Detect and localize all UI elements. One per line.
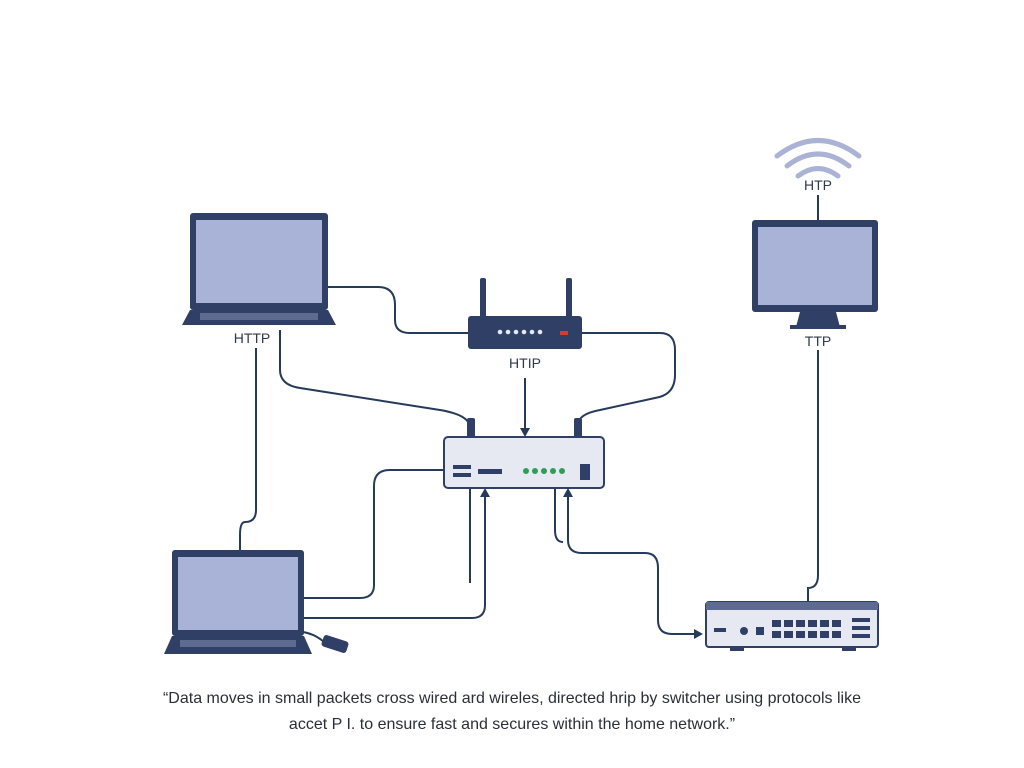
- link-switch-laptop2-b: [303, 496, 486, 619]
- switch-icon: [443, 418, 605, 489]
- laptop-icon: [164, 550, 312, 654]
- link-router-switch-right: [577, 332, 676, 437]
- connection-lines: [239, 195, 819, 635]
- label-laptop: HTTP: [234, 330, 271, 346]
- arrowhead: [694, 629, 703, 639]
- link-switch-rackswitch-a: [554, 488, 564, 543]
- caption-line-1: “Data moves in small packets cross wired…: [162, 690, 862, 707]
- usb-dongle-icon: [302, 631, 349, 653]
- laptop-icon: [182, 213, 336, 325]
- label-wifi: HTP: [804, 177, 832, 193]
- monitor-icon: [752, 220, 878, 329]
- router-icon: [468, 278, 582, 349]
- arrowhead: [563, 488, 573, 497]
- arrowhead: [520, 428, 530, 437]
- link-laptop1-switch: [279, 330, 471, 437]
- wifi-icon: [774, 138, 862, 179]
- rack-switch-icon: [705, 601, 879, 651]
- link-laptop1-laptop2: [239, 348, 257, 552]
- label-router: HTIP: [509, 355, 541, 371]
- link-switch-rackswitch-b: [567, 496, 696, 635]
- arrowheads: [480, 428, 703, 639]
- link-laptop1-router: [328, 286, 468, 334]
- caption-line-2: accet P I. to ensure fast and secures wi…: [288, 716, 736, 733]
- link-switch-laptop2-a: [303, 469, 445, 599]
- arrowhead: [480, 488, 490, 497]
- link-monitor-rackswitch: [807, 350, 819, 603]
- label-monitor: TTP: [805, 333, 831, 349]
